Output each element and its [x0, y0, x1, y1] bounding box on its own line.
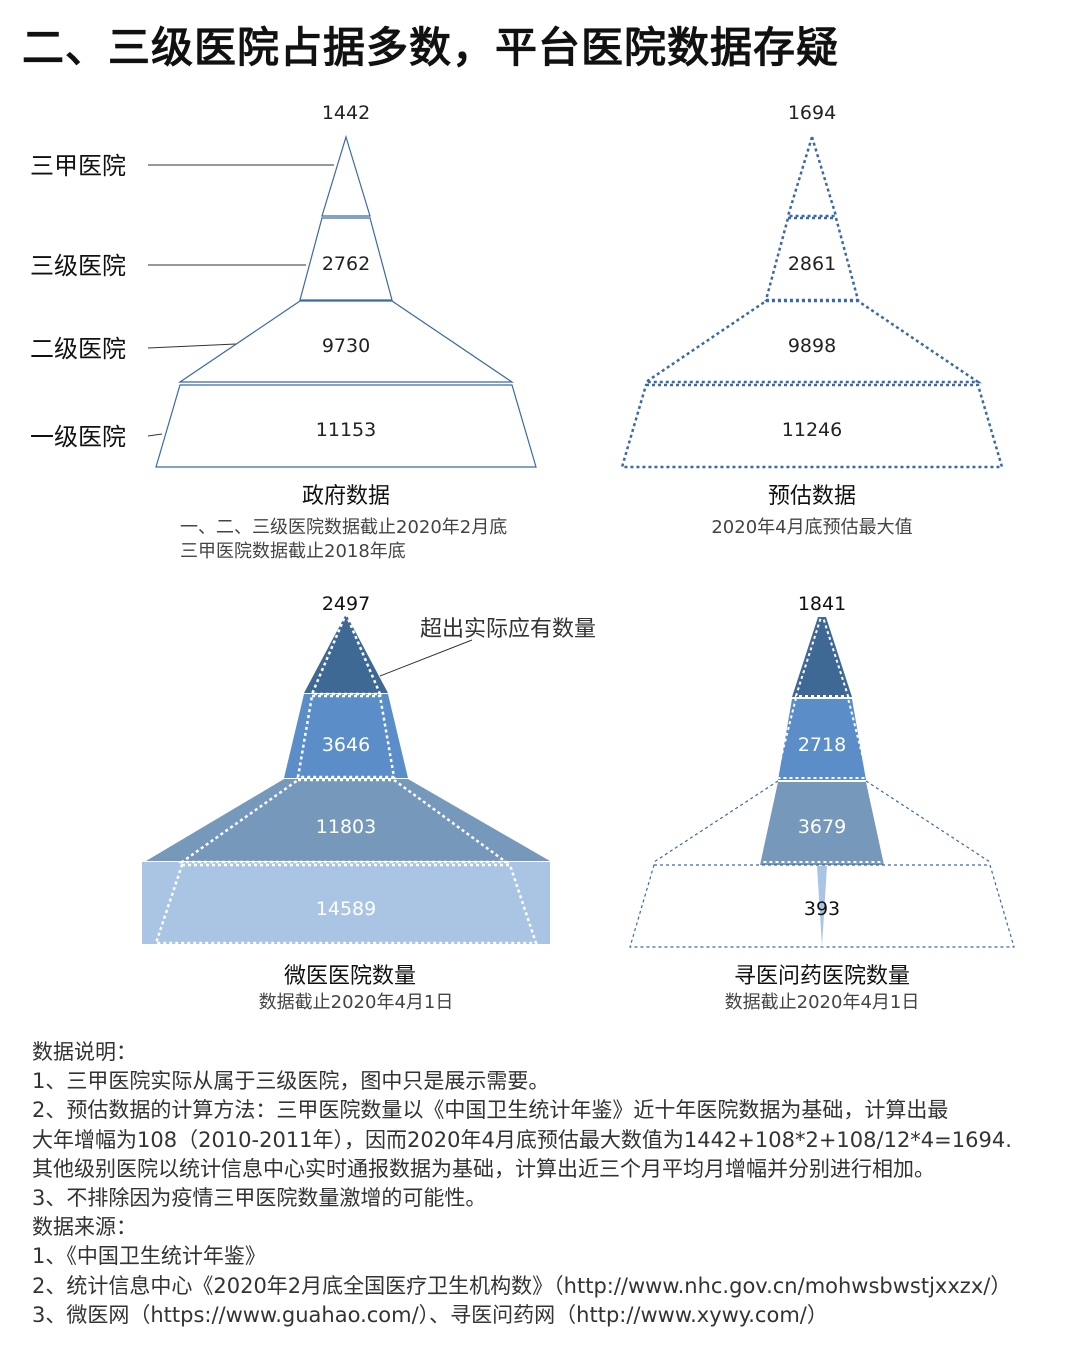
tier-value-label: 11803	[316, 816, 376, 838]
level-label: 三级医院	[30, 252, 126, 280]
tier-value-label: 2762	[322, 253, 370, 275]
level-leader-line	[147, 433, 163, 437]
tier-value-label: 393	[804, 898, 840, 920]
tier-value-label: 9730	[322, 335, 370, 357]
page-title: 二、三级医院占据多数，平台医院数据存疑	[22, 23, 840, 72]
pyramid-tier	[786, 132, 838, 218]
level-label: 一级医院	[30, 423, 126, 451]
expected-outline	[629, 864, 1015, 948]
expected-outline	[650, 780, 994, 863]
annotation-leader-line	[379, 639, 473, 677]
tier-value-label: 3646	[322, 734, 370, 756]
pyramid-tier	[284, 694, 408, 778]
pyramid-tier	[760, 782, 884, 865]
notes-line: 1、三甲医院实际从属于三级医院，图中只是展示需要。	[32, 1069, 550, 1094]
notes-line: 数据来源：	[32, 1215, 137, 1240]
pyramid-tier	[155, 384, 537, 468]
expected-outline	[178, 778, 510, 864]
chart-note: 数据截止2020年4月1日	[259, 992, 454, 1013]
chart-title: 寻医问药医院数量	[734, 964, 910, 989]
tier-value-label: 2861	[788, 253, 836, 275]
notes-line: 大年增幅为108（2010-2011年），因而2020年4月底预估最大数值为14…	[32, 1127, 1012, 1152]
expected-outline	[653, 780, 779, 863]
chart-title: 预估数据	[768, 484, 856, 509]
pyramid-tier	[778, 699, 866, 780]
expected-outline	[310, 610, 382, 696]
chart-title: 微医医院数量	[284, 964, 416, 989]
pyramid-tier	[304, 614, 388, 693]
tier-value-label: 2497	[322, 593, 370, 615]
expected-outline	[865, 780, 991, 863]
chart-note: 一、二、三级医院数据截止2020年2月底	[180, 517, 507, 538]
notes-line: 其他级别医院以统计信息中心实时通报数据为基础，计算出近三个月平均月增幅并分别进行…	[32, 1156, 935, 1181]
pyramid-tier	[321, 134, 371, 217]
data-notes: 数据说明： 1、三甲医院实际从属于三级医院，图中只是展示需要。 2、预估数据的计…	[32, 1038, 1072, 1330]
pyramid-tier	[641, 299, 983, 384]
chart-note: 数据截止2020年4月1日	[725, 992, 920, 1013]
chart-note: 三甲医院数据截止2018年底	[180, 541, 406, 562]
chart-note: 2020年4月底预估最大值	[711, 517, 912, 538]
tier-value-label: 14589	[316, 898, 376, 920]
tier-value-label: 1694	[788, 102, 836, 124]
notes-line: 1、《中国卫生统计年鉴》	[32, 1244, 266, 1269]
notes-line: 2、预估数据的计算方法：三甲医院数量以《中国卫生统计年鉴》近十年医院数据为基础，…	[32, 1098, 949, 1123]
tier-value-label: 3679	[798, 816, 846, 838]
expected-outline	[296, 694, 396, 779]
tier-value-label: 1841	[798, 593, 846, 615]
pyramid-tier	[178, 300, 514, 383]
annotation-label: 超出实际应有数量	[420, 617, 596, 642]
notes-line: 2、统计信息中心《2020年2月底全国医疗卫生机构数》（http://www.n…	[32, 1273, 1012, 1298]
pyramid-tier	[792, 617, 852, 697]
level-leader-line	[147, 343, 237, 349]
notes-line: 数据说明：	[32, 1040, 137, 1064]
expected-outline	[774, 697, 870, 779]
notes-line: 3、微医网（https://www.guahao.com/）、寻医问药网（htt…	[32, 1302, 828, 1327]
chart-title: 政府数据	[302, 484, 390, 509]
level-label: 三甲医院	[30, 152, 126, 180]
expected-outline	[154, 863, 538, 945]
level-label: 二级医院	[30, 335, 126, 363]
tier-value-label: 2718	[798, 734, 846, 756]
pyramid-tier	[299, 217, 393, 301]
tier-value-label: 9898	[788, 335, 836, 357]
pyramid-tier	[142, 862, 550, 944]
pyramid-tier	[817, 866, 827, 946]
expected-outline	[794, 610, 850, 697]
tier-value-label: 11153	[316, 419, 376, 441]
pyramid-tier	[146, 779, 550, 861]
notes-line: 3、不排除因为疫情三甲医院数量激增的可能性。	[32, 1186, 487, 1211]
tier-value-label: 11246	[782, 419, 842, 441]
tier-value-label: 1442	[322, 102, 370, 124]
